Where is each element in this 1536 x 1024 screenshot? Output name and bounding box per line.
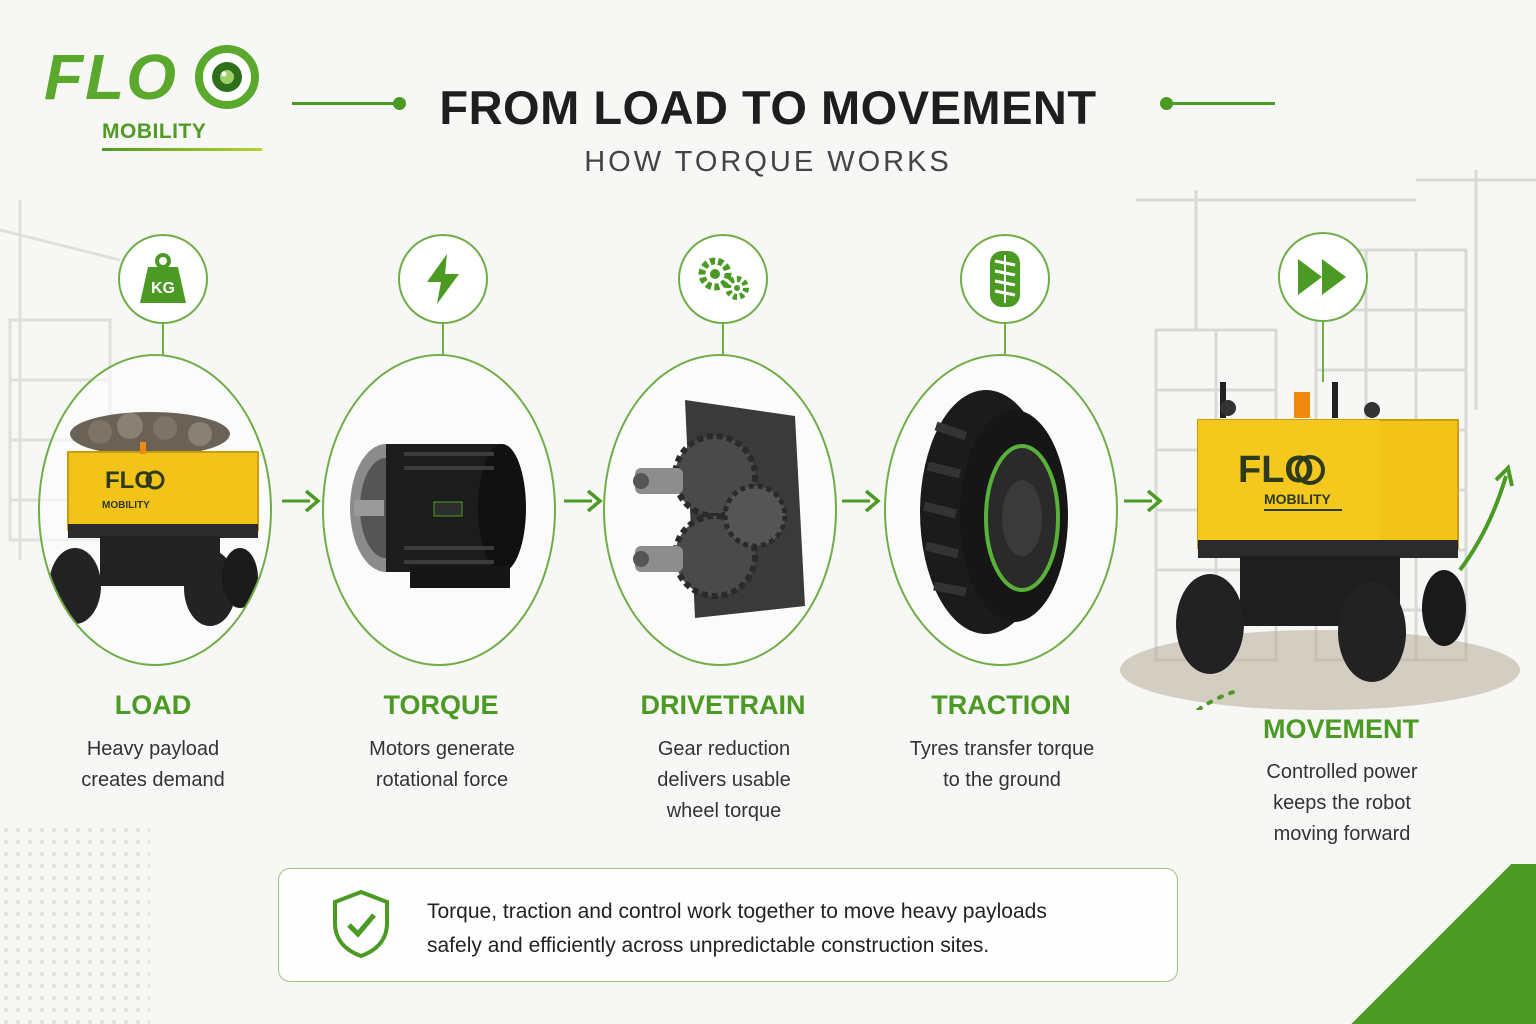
step-label-torque: TORQUE [383,690,499,720]
step-desc-line: rotational force [375,769,509,791]
load-connector [162,324,164,356]
step-desc-torque: Motors generate rotational force [326,734,558,796]
step-desc-drivetrain: Gear reduction delivers usable wheel tor… [608,734,840,827]
step-desc-line: to the ground [943,769,1061,791]
movement-connector [1322,322,1324,382]
moving-robot-illustration: FLO MOBILITY [1120,382,1520,710]
svg-text:FLO: FLO [1238,449,1314,491]
flo-mobility-logo: FLO MOBILITY [44,40,262,160]
kg-badge-text: KG [151,280,175,297]
page-subtitle: HOW TORQUE WORKS [584,146,952,178]
step-label-movement: MOVEMENT [1262,714,1419,744]
step-desc-line: creates demand [81,769,225,791]
step-desc-line: Controlled power [1266,761,1418,783]
logo-subtitle: MOBILITY [102,120,207,143]
torque-icon-badge [398,234,488,324]
lightning-bolt-icon [427,254,459,304]
step-desc-line: Tyres transfer torque [909,738,1095,760]
arrow-right-icon [564,489,603,513]
summary-callout: Torque, traction and control work togeth… [278,868,1178,982]
callout-line: Torque, traction and control work togeth… [427,900,1047,923]
title-dot-right [1160,97,1173,110]
gearbox-illustration [633,400,805,618]
callout-line: safely and efficiently across unpredicta… [427,934,990,957]
step-desc-line: delivers usable [657,769,791,791]
arrow-right-icon [282,489,321,513]
movement-icon-badge [1278,232,1368,322]
logo-wordmark: FLO [44,41,178,113]
step-label-load: LOAD [114,690,192,720]
step-desc-load: Heavy payload creates demand [38,734,268,796]
arrow-right-icon [842,489,881,513]
kg-weight-icon: KG [140,253,186,303]
title-rule-left [292,102,397,105]
step-desc-line: wheel torque [666,800,782,822]
torque-connector [442,324,444,356]
torque-image-frame [322,354,556,666]
svg-text:MOBILITY: MOBILITY [102,500,150,511]
green-corner-decoration [1326,864,1536,1024]
load-image-frame: FLO MOBILITY [38,354,272,666]
drivetrain-icon-badge [678,234,768,324]
title-rule-right [1170,102,1275,105]
shield-check-icon [333,889,389,959]
fast-forward-icon [1298,259,1346,295]
traction-image-frame [884,354,1118,666]
logo-underline [102,148,262,151]
gears-icon [698,257,749,300]
svg-text:MOBILITY: MOBILITY [1264,491,1332,507]
traction-icon-badge [960,234,1050,324]
loaded-robot-illustration: FLO MOBILITY [49,412,259,626]
drivetrain-connector [722,324,724,356]
camera-aperture-icon [195,45,259,109]
page-title: FROM LOAD TO MOVEMENT [439,81,1097,134]
traction-connector [1004,324,1006,356]
svg-text:FLO: FLO [105,467,153,494]
electric-motor-illustration [350,444,526,588]
drivetrain-image-frame [603,354,837,666]
step-desc-traction: Tyres transfer torque to the ground [880,734,1124,796]
title-dot-left [393,97,406,110]
step-desc-line: Heavy payload [86,738,220,760]
step-desc-line: moving forward [1273,823,1411,845]
load-icon-badge: KG [118,234,208,324]
step-desc-line: keeps the robot [1273,792,1411,814]
step-desc-movement: Controlled power keeps the robot moving … [1226,757,1458,850]
step-label-traction: TRACTION [931,690,1071,720]
halftone-dots-decoration [0,824,150,1024]
tyre-icon [990,251,1020,307]
step-label-drivetrain: DRIVETRAIN [640,690,806,720]
step-desc-line: Gear reduction [657,738,791,760]
step-desc-line: Motors generate [369,738,515,760]
arrow-right-icon [1124,489,1163,513]
callout-text: Torque, traction and control work togeth… [427,895,1157,963]
tyre-illustration [920,390,1068,634]
